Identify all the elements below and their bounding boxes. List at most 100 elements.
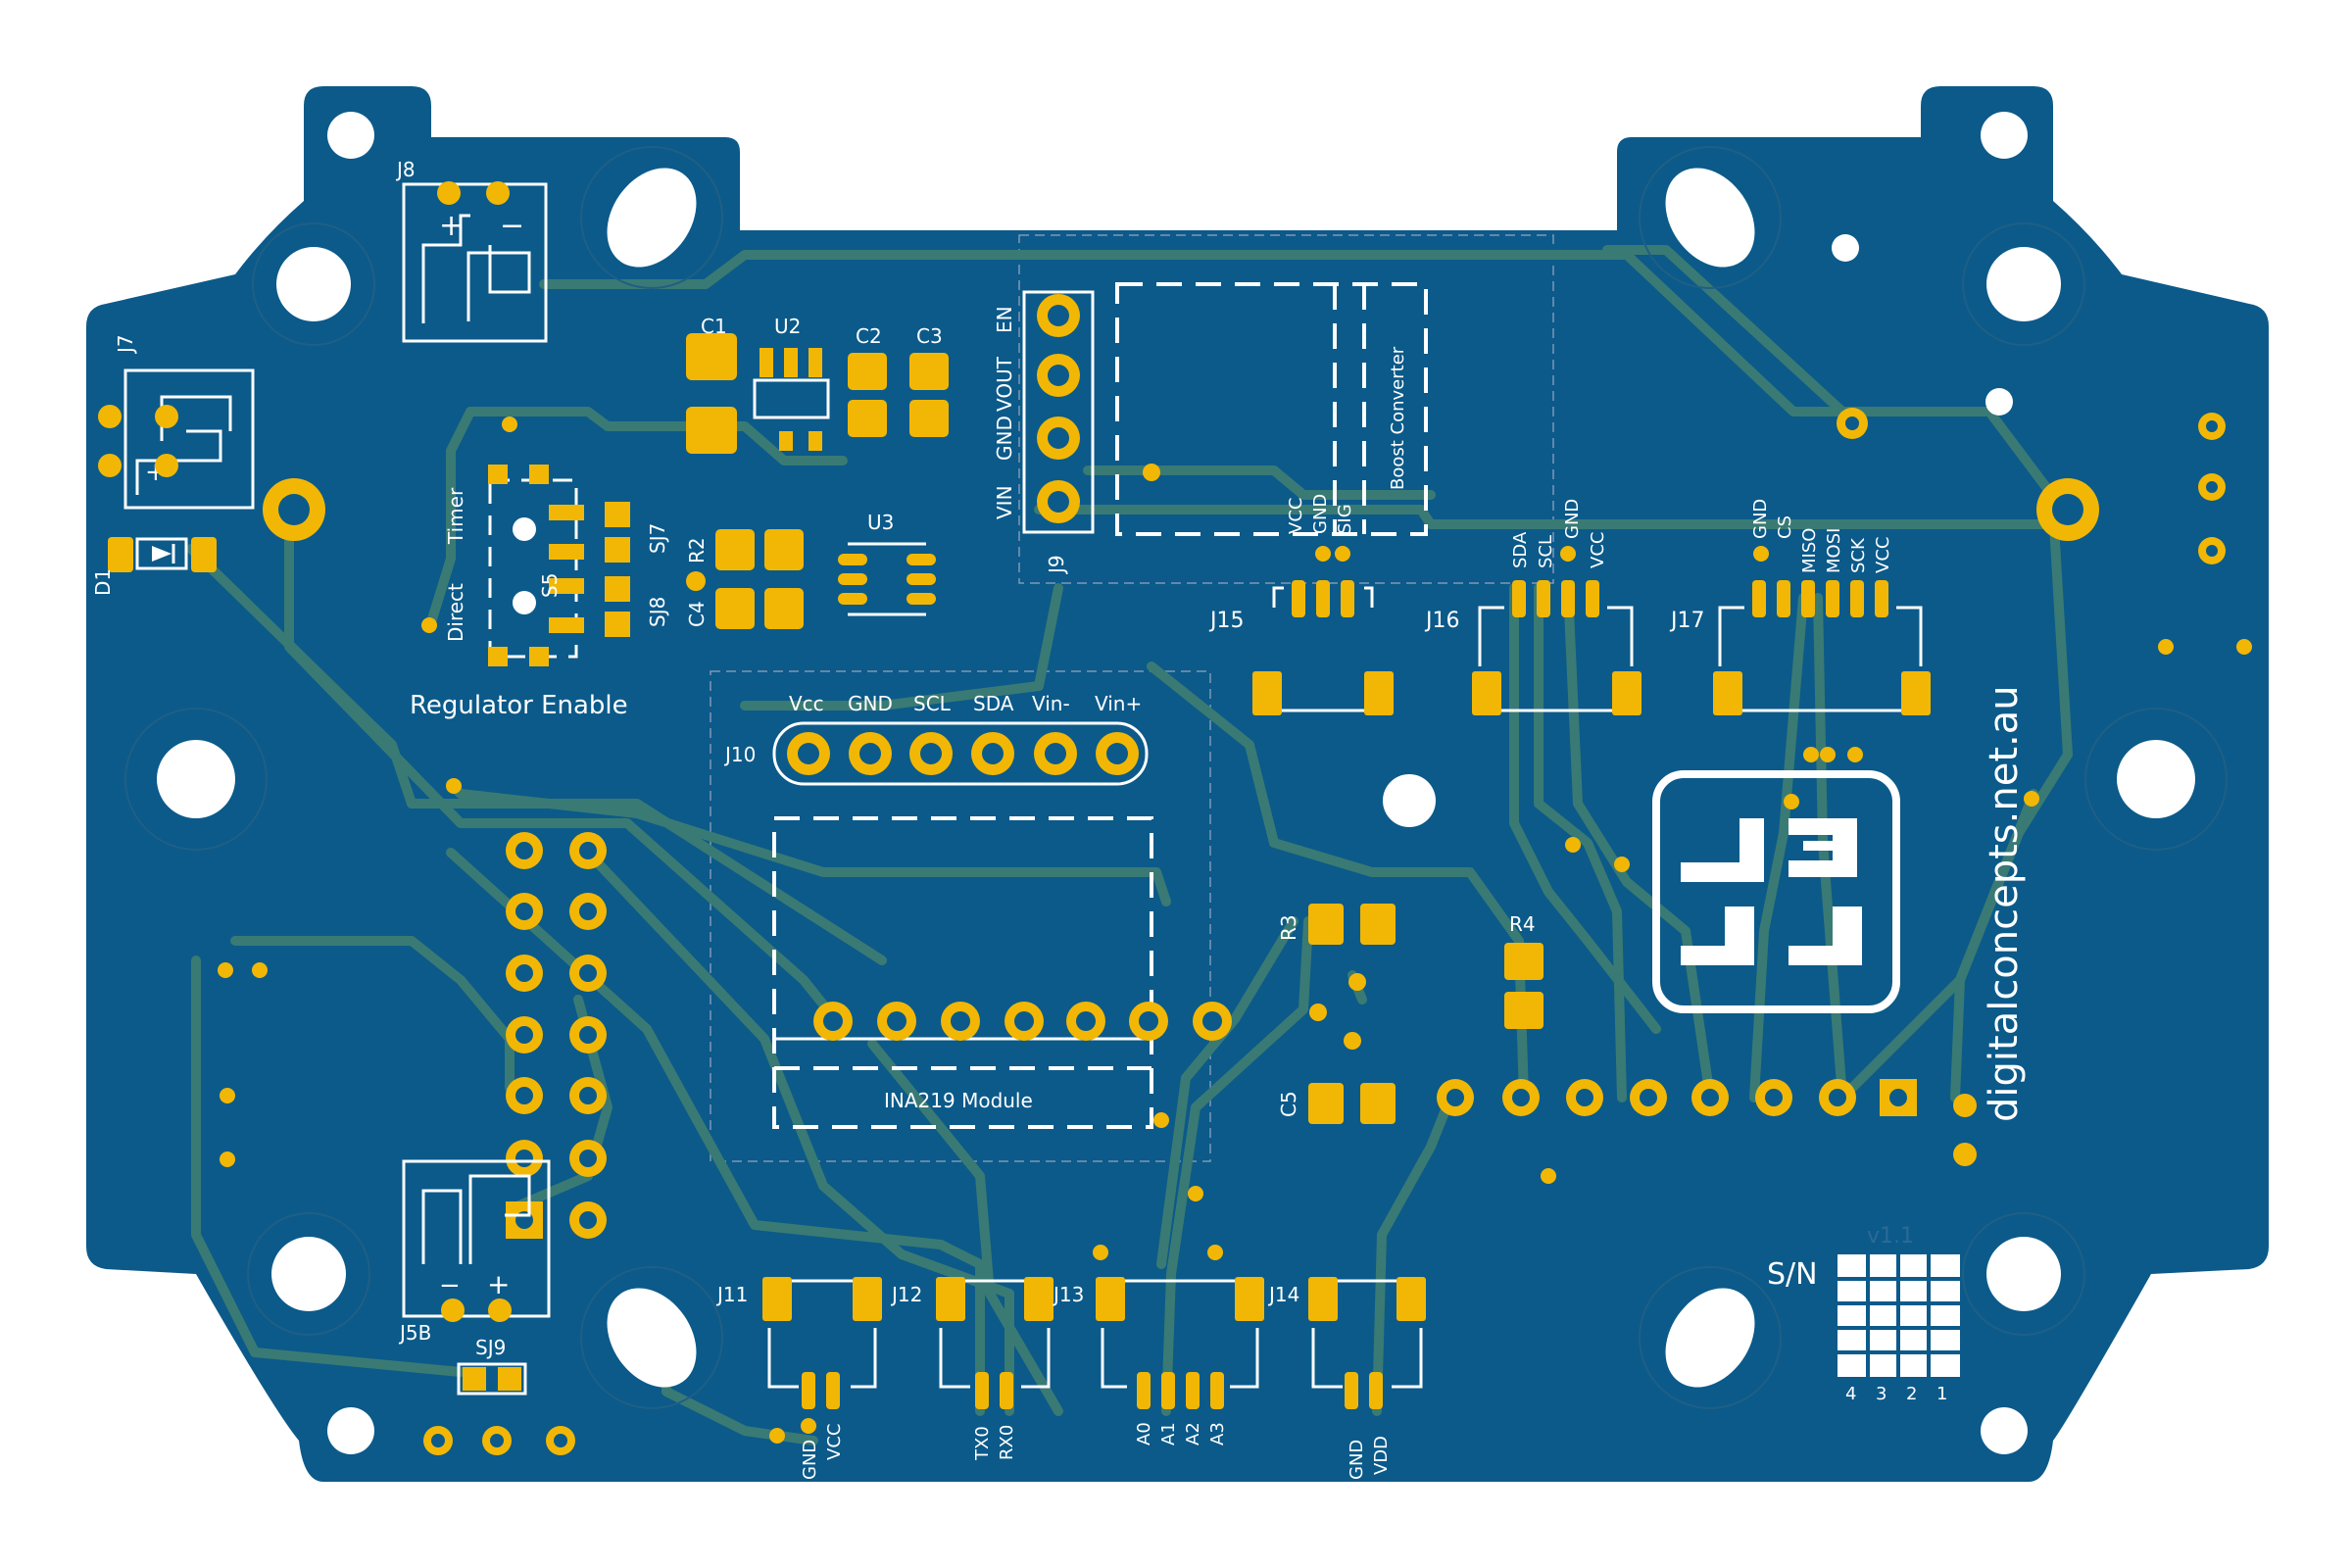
serial-grid: 4 3 2 1 (1838, 1254, 1960, 1404)
j10-pin-scl: SCL (913, 692, 952, 715)
switch-s5: S5 Timer Direct SJ7 SJ8 Regulator Enable (410, 465, 669, 720)
board-outline (86, 86, 2269, 1482)
j8-minus: − (500, 209, 524, 243)
connector-j13: J13 A0 A1 A2 A3 (1052, 1277, 1264, 1446)
large-power-pads (263, 478, 2099, 541)
serial-digit-2: 2 (1906, 1384, 1917, 1404)
passives-r3-r4-c5: R3 R4 C5 (1277, 904, 1544, 1124)
switch-timer-label: Timer (444, 487, 467, 545)
j5b-minus: − (439, 1271, 461, 1300)
traces (186, 245, 2073, 1446)
c4-ref: C4 (685, 601, 709, 627)
j11-pin-gnd: GND (800, 1440, 820, 1480)
connector-j14: J14 GND VDD (1267, 1277, 1426, 1480)
j9-pin-vin: VIN (993, 485, 1016, 519)
j5b-ref: J5B (398, 1321, 431, 1345)
j8-plus: + (439, 209, 464, 243)
j10-pin-vin-plus: Vin+ (1095, 692, 1142, 715)
logo (1652, 770, 1900, 1013)
u3-ref: U3 (867, 511, 894, 534)
connector-j17: GND CS MISO MOSI SCK VCC J17 (1669, 499, 1931, 715)
serial-label: S/N (1767, 1257, 1818, 1292)
c3-ref: C3 (916, 324, 943, 348)
regulator-block: C1 U2 C2 C3 (686, 315, 949, 454)
j10-pin-vin-minus: Vin- (1032, 692, 1070, 715)
j8-ref: J8 (395, 158, 416, 181)
j13-ref: J13 (1052, 1283, 1084, 1306)
boost-converter-outline: Boost Converter (1115, 282, 1428, 536)
j9-pin-en: EN (993, 306, 1016, 333)
connector-j9: VIN GND VOUT EN J9 (993, 290, 1095, 575)
j14-pin-vdd: VDD (1371, 1436, 1392, 1475)
j16-pin-sda: SDA (1510, 531, 1531, 568)
connector-j5b: − + J5B (398, 1159, 551, 1345)
r4-ref: R4 (1509, 912, 1536, 936)
j15-pin-vcc: VCC (1286, 498, 1306, 534)
boost-converter-label: Boost Converter (1388, 346, 1408, 490)
j11-pin-vcc: VCC (824, 1424, 845, 1460)
r2-ref: R2 (685, 537, 709, 564)
j16-pin-vcc: VCC (1588, 532, 1608, 568)
j10-pin-sda: SDA (973, 692, 1014, 715)
j10-ref: J10 (723, 743, 756, 766)
switch-direct-label: Direct (444, 583, 467, 642)
j16-pin-gnd: GND (1562, 499, 1583, 539)
j17-pin-miso: MISO (1799, 528, 1820, 573)
jumper-sj9: SJ9 (423, 1336, 575, 1455)
j10-pin-vcc: Vcc (789, 692, 824, 715)
u2-ref: U2 (774, 315, 801, 338)
j14-ref: J14 (1267, 1283, 1299, 1306)
s5-ref: S5 (538, 573, 562, 598)
serial-digit-1: 1 (1936, 1384, 1947, 1404)
connector-j15: VCC GND SIG J15 (1208, 494, 1394, 715)
small-vias (218, 408, 2252, 1444)
j14-pin-gnd: GND (1347, 1440, 1367, 1480)
serial-digit-3: 3 (1876, 1384, 1886, 1404)
c5-ref: C5 (1277, 1091, 1300, 1117)
d1-ref: D1 (91, 568, 115, 596)
j17-pin-mosi: MOSI (1824, 528, 1844, 573)
j15-pin-gnd: GND (1310, 494, 1331, 534)
j17-pin-sck: SCK (1848, 537, 1869, 573)
header-1x8-right (1437, 1079, 1917, 1116)
version-label: v1.1 (1867, 1224, 1914, 1249)
serial-digit-4: 4 (1845, 1384, 1856, 1404)
regulator-enable-label: Regulator Enable (410, 691, 628, 720)
connector-j7: + J7 (98, 334, 255, 510)
j17-pin-vcc: VCC (1873, 537, 1893, 573)
connector-j12: J12 TX0 RX0 (890, 1277, 1054, 1461)
j17-pin-gnd: GND (1750, 499, 1771, 539)
connector-j10: Vcc GND SCL SDA Vin- Vin+ J10 (723, 692, 1149, 786)
diode-d1: D1 (91, 537, 217, 596)
j5b-plus: + (487, 1268, 510, 1300)
j13-pin-a0: A0 (1134, 1422, 1154, 1446)
ina-outline-faint (710, 670, 1211, 1162)
j7-ref: J7 (114, 334, 137, 355)
r3-ref: R3 (1277, 914, 1300, 941)
j12-ref: J12 (890, 1283, 922, 1306)
j15-pin-sig: SIG (1335, 504, 1355, 534)
sj8-ref: SJ8 (646, 597, 669, 627)
j11-ref: J11 (715, 1283, 748, 1306)
mounting-holes (124, 112, 2228, 1454)
j17-ref: J17 (1669, 609, 1704, 633)
ina219-module: INA219 Module (772, 816, 1232, 1129)
j12-pin-tx0: TX0 (972, 1426, 993, 1461)
j13-pin-a1: A1 (1158, 1422, 1179, 1446)
ina-support-parts: R2 C4 U3 (685, 511, 936, 629)
j16-ref: J16 (1424, 609, 1459, 633)
j15-ref: J15 (1208, 609, 1244, 633)
j13-pin-a2: A2 (1183, 1422, 1203, 1446)
website-label: digitalconcepts.net.au (1982, 685, 2027, 1122)
j13-pin-a3: A3 (1207, 1422, 1228, 1446)
c1-ref: C1 (701, 315, 727, 338)
ina219-label: INA219 Module (884, 1089, 1033, 1112)
connector-j8: + − J8 (395, 158, 548, 343)
j10-pin-gnd: GND (848, 692, 893, 715)
j16-pin-scl: SCL (1536, 535, 1556, 568)
boost-outline-faint (1018, 234, 1554, 584)
j9-pin-gnd: GND (993, 416, 1016, 461)
c2-ref: C2 (856, 324, 882, 348)
j9-ref: J9 (1045, 555, 1068, 575)
connector-j11: J11 GND VCC (715, 1277, 882, 1480)
